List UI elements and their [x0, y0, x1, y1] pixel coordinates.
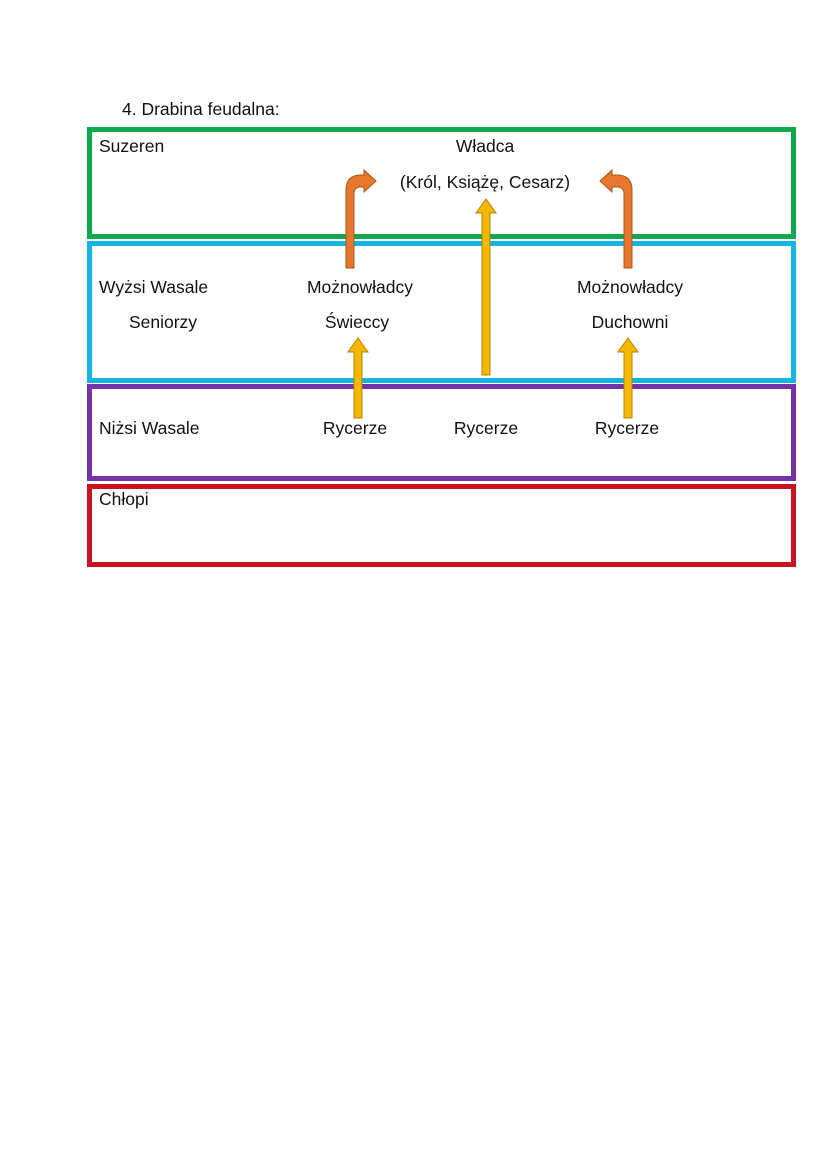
tier-wyzsi-label: Wyżsi Wasale — [99, 277, 209, 297]
knight-label-right: Rycerze — [594, 418, 660, 438]
arrow-knight-to-ruler — [475, 198, 497, 376]
tier-nizsi-wasale-box — [87, 384, 796, 481]
ruler-label: Władca — [455, 136, 515, 156]
arrow-secular-to-ruler — [345, 168, 377, 269]
tier-chlopi-box — [87, 484, 796, 567]
tier-wyzsi-wasale-box — [87, 241, 796, 383]
tier-nizsi-label: Niżsi Wasale — [99, 418, 200, 438]
secular-lords-line2: Świeccy — [324, 312, 390, 332]
ruler-titles: (Król, Książę, Cesarz) — [399, 172, 571, 192]
clergy-lords-line2: Duchowni — [591, 312, 669, 332]
clergy-lords-line1: Możnowładcy — [576, 277, 684, 297]
knight-label-middle: Rycerze — [453, 418, 519, 438]
arrow-clergy-to-ruler — [599, 168, 633, 269]
diagram-heading: 4. Drabina feudalna: — [122, 99, 280, 119]
tier-suzeren-label: Suzeren — [99, 136, 165, 156]
knight-label-left: Rycerze — [322, 418, 388, 438]
tier-chlopi-label: Chłopi — [99, 489, 149, 509]
arrow-knight-to-secular — [347, 337, 369, 419]
secular-lords-line1: Możnowładcy — [306, 277, 414, 297]
tier-wyzsi-sublabel: Seniorzy — [128, 312, 198, 332]
arrow-knight-to-clergy — [617, 337, 639, 419]
tier-suzeren-box — [87, 127, 796, 239]
